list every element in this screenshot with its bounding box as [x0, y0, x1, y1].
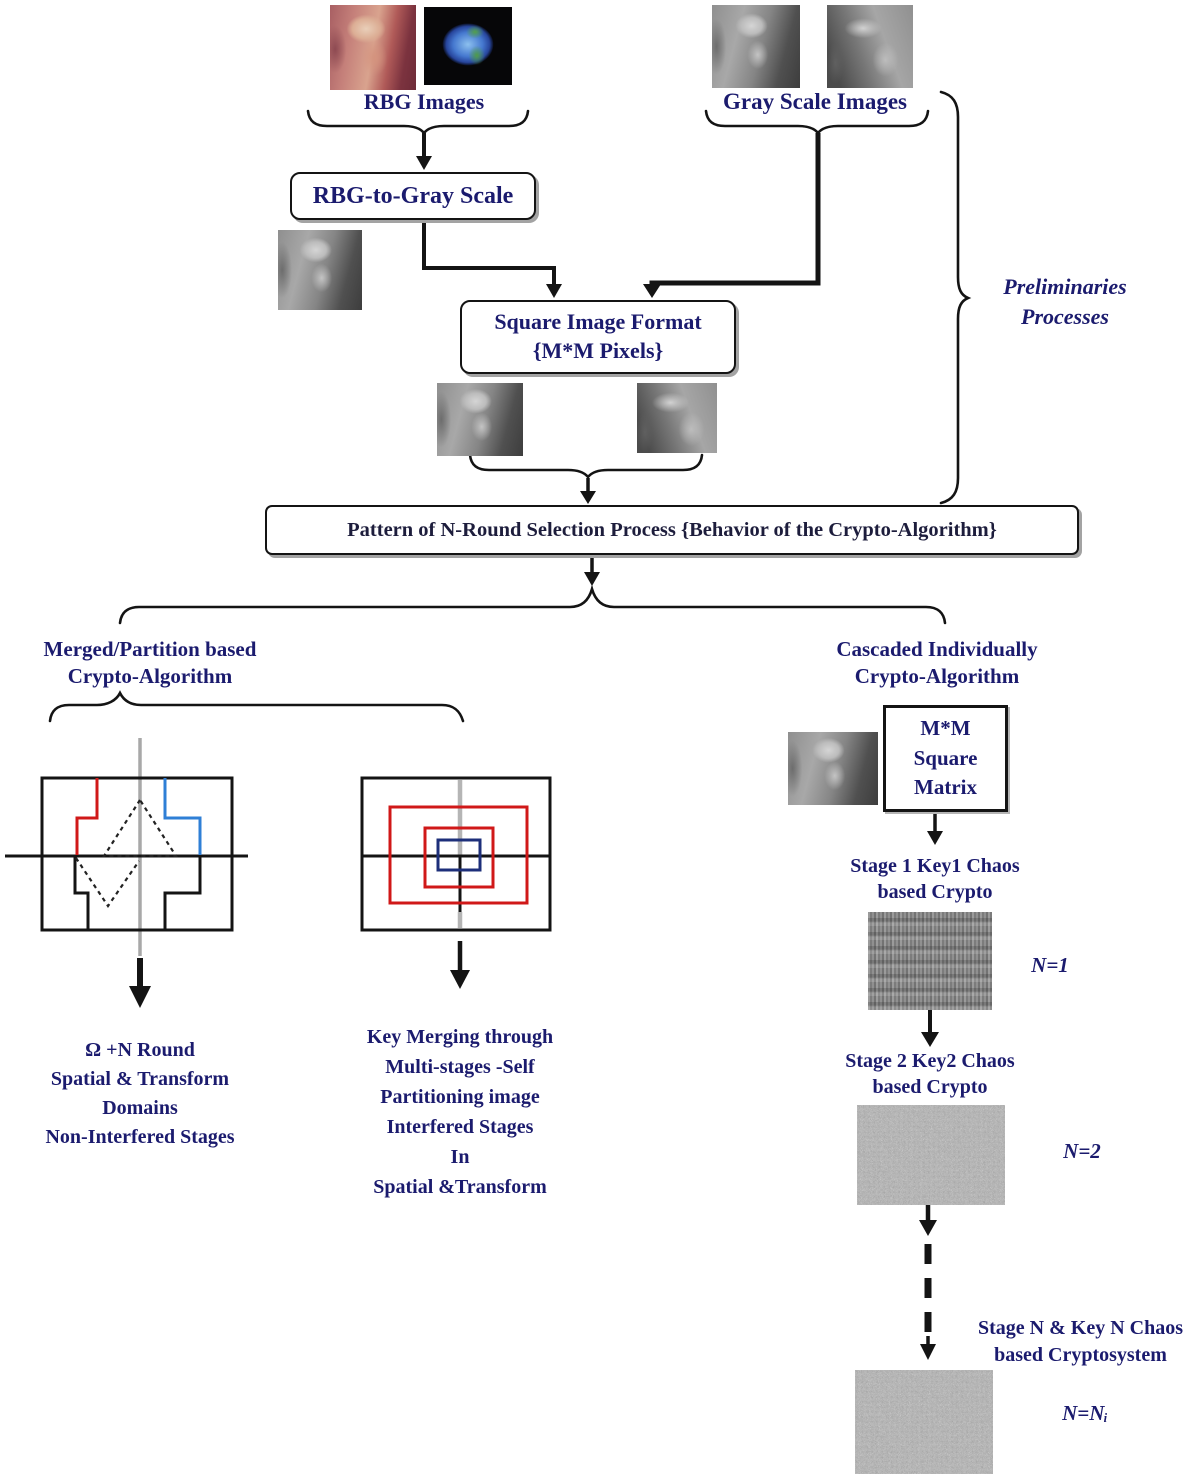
pattern-selection-label: Pattern of N-Round Selection Process {Be…	[347, 518, 997, 541]
cascaded-branch-title-line2: Crypto-Algorithm	[854, 664, 1020, 689]
red-ring-inner	[423, 826, 495, 889]
stage2-label-line2: based Crypto	[872, 1076, 988, 1098]
earth-photo	[424, 7, 512, 85]
merged-caption-line: Spatial & Transform	[50, 1068, 230, 1090]
partition-caption-line: Spatial &Transform	[373, 1176, 547, 1198]
matrix-box-line2: Square	[913, 745, 978, 770]
connector-gray-to-square	[649, 133, 821, 286]
gray-photo-1	[712, 5, 800, 88]
stageN-cipher-image	[855, 1370, 993, 1474]
stage1-cipher-image	[868, 912, 992, 1010]
gray-photo-2	[827, 5, 913, 88]
pattern-selection-box: Pattern of N-Round Selection Process {Be…	[265, 505, 1079, 555]
rbg-to-gray-box-label: RBG-to-Gray Scale	[312, 182, 514, 209]
preliminaries-label: Preliminaries Processes	[975, 272, 1155, 331]
arrowhead	[921, 1032, 939, 1047]
stageN-label-line1: Stage N & Key N Chaos	[978, 1317, 1183, 1339]
blue-partition-path	[163, 778, 202, 855]
gray-images-label: Gray Scale Images	[723, 89, 907, 114]
preliminaries-brace	[939, 90, 972, 505]
black-partition-path-right	[163, 857, 202, 929]
merged-partition-schematic	[5, 738, 248, 956]
stage2-label: Stage 2 Key2 Chaos based Crypto	[825, 1048, 1035, 1100]
stage1-label-line2: based Crypto	[877, 881, 993, 903]
stage1-n-label: N=1	[1031, 953, 1069, 977]
partition-caption-line: Key Merging through	[366, 1026, 554, 1048]
partition-caption-line: In	[450, 1146, 470, 1168]
rbg-to-gray-box: RBG-to-Gray Scale	[290, 172, 536, 220]
stageN-label: Stage N & Key N Chaos based Cryptosystem	[963, 1315, 1198, 1369]
stageN-label-line2: based Cryptosystem	[994, 1344, 1167, 1366]
stage1-label: Stage 1 Key1 Chaos based Crypto	[830, 853, 1040, 905]
rbg-images-label: RBG Images	[363, 89, 485, 114]
branch-split-overbrace	[118, 584, 947, 625]
merged-branch-overbrace	[48, 690, 465, 723]
matrix-box-line1: M*M	[920, 716, 971, 741]
converted-gray-photo	[278, 230, 362, 310]
merged-caption: Ω +N Round Spatial & Transform Domains N…	[5, 1036, 275, 1152]
stage2-label-line1: Stage 2 Key2 Chaos	[845, 1050, 1015, 1072]
stageN-n-label: N=Nᵢ	[1062, 1401, 1108, 1425]
navy-center-rect	[436, 838, 482, 872]
red-partition-path	[75, 778, 99, 855]
merged-caption-line: Ω +N Round	[85, 1039, 195, 1061]
preliminaries-line2: Processes	[1021, 303, 1109, 329]
arrowhead	[919, 1220, 937, 1236]
dashed-triangle	[101, 797, 179, 858]
square-sample-photo-2	[637, 383, 717, 453]
arrowhead	[580, 491, 596, 504]
preliminaries-line1: Preliminaries	[1003, 274, 1127, 299]
arrowhead	[416, 156, 432, 170]
merged-branch-title-line1: Merged/Partition based	[43, 637, 257, 661]
cascaded-branch-title-line1: Cascaded Individually	[836, 637, 1038, 661]
dashed-vee	[75, 857, 140, 908]
stage2-cipher-image	[857, 1105, 1005, 1205]
cascaded-branch-title: Cascaded Individually Crypto-Algorithm	[812, 636, 1062, 691]
arrowhead	[927, 831, 943, 845]
stage1-label-line1: Stage 1 Key1 Chaos	[850, 855, 1020, 877]
partition-caption-line: Multi-stages -Self	[385, 1056, 535, 1078]
partition-caption-line: Partitioning image	[380, 1086, 540, 1108]
square-images-underbrace	[468, 453, 704, 480]
arrowhead	[450, 970, 470, 989]
key-merging-schematic	[360, 776, 552, 932]
arrowhead	[643, 284, 661, 298]
mm-square-matrix-box: M*M Square Matrix	[883, 705, 1008, 812]
connector-rbgbox-to-square	[422, 221, 556, 284]
black-partition-path-left	[73, 857, 90, 929]
merged-branch-title: Merged/Partition based Crypto-Algorithm	[15, 636, 285, 691]
stage2-n-label: N=2	[1063, 1139, 1101, 1163]
arrowhead	[546, 284, 562, 298]
merged-caption-line: Non-Interfered Stages	[45, 1126, 235, 1148]
partition-caption-line: Interfered Stages	[386, 1116, 534, 1138]
partition-caption: Key Merging through Multi-stages -Self P…	[330, 1022, 590, 1202]
square-format-box: Square Image Format {M*M Pixels}	[460, 300, 736, 374]
merged-branch-title-line2: Crypto-Algorithm	[67, 664, 233, 689]
arrowhead	[920, 1344, 936, 1360]
square-sample-photo-1	[437, 383, 523, 456]
lena-color-photo	[330, 5, 416, 90]
merged-caption-line: Domains	[102, 1097, 178, 1119]
square-format-line2: {M*M Pixels}	[532, 338, 664, 363]
matrix-input-photo	[788, 732, 878, 805]
matrix-box-line3: Matrix	[914, 775, 977, 800]
red-ring-outer	[388, 805, 529, 905]
arrowhead	[584, 572, 600, 586]
arrowhead	[129, 986, 151, 1008]
square-format-line1: Square Image Format	[494, 309, 702, 335]
